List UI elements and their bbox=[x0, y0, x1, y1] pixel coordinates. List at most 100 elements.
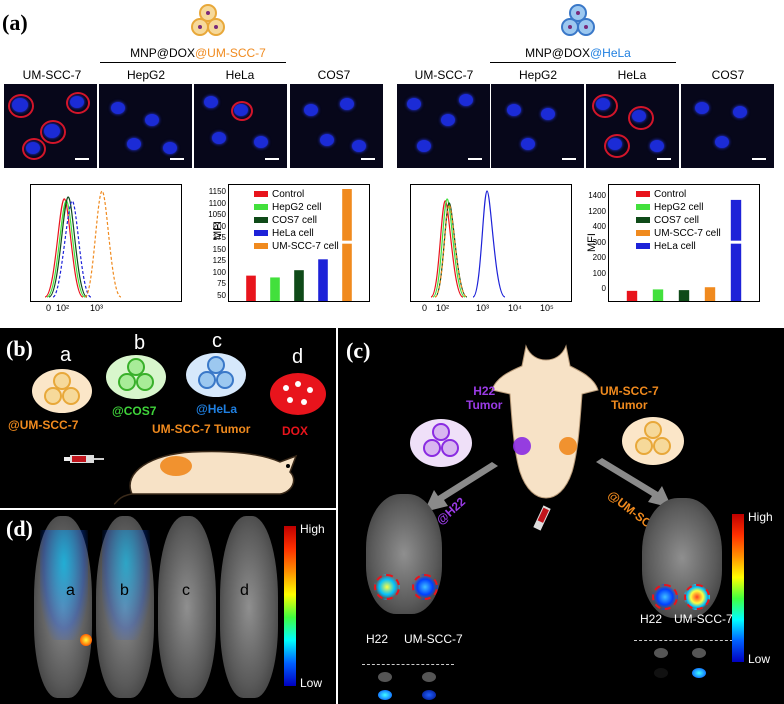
microscopy-image bbox=[586, 84, 679, 168]
mouse-image bbox=[220, 516, 278, 698]
panel-b: (b) a @UM-SCC-7 b @COS7 c @HeLa d bbox=[0, 328, 336, 508]
excised-tumor-fluorescence bbox=[692, 668, 706, 678]
bar-chart-left bbox=[228, 184, 370, 302]
divider bbox=[362, 664, 454, 665]
panel-b-label: (b) bbox=[6, 336, 33, 361]
tumor-label: UM-SCC-7 Tumor bbox=[152, 422, 251, 436]
microscopy-image bbox=[681, 84, 774, 168]
tumor-label: H22 bbox=[366, 632, 389, 646]
bar-control bbox=[626, 290, 638, 301]
panel-c: (c) H22 Tumor UM-SCC-7 Tumor @H22 @UM-SC… bbox=[338, 328, 784, 704]
cell-cluster-icon bbox=[184, 350, 248, 400]
bar-chart-right bbox=[608, 184, 760, 302]
tumor-marker bbox=[412, 574, 438, 600]
cell-cluster-icon bbox=[620, 414, 686, 468]
microscopy-image bbox=[491, 84, 584, 168]
bar-legend-left: Control HepG2 cell COS7 cell HeLa cell U… bbox=[254, 188, 339, 253]
group-name: @COS7 bbox=[112, 404, 157, 418]
colorbar-low-label: Low bbox=[300, 676, 323, 690]
mouse-illustration bbox=[486, 342, 604, 502]
arrow-left-icon bbox=[424, 462, 500, 514]
group-letter: d bbox=[292, 346, 304, 368]
tumor-marker bbox=[684, 584, 710, 610]
tumor-marker bbox=[374, 574, 400, 600]
microscopy-image bbox=[99, 84, 192, 168]
bar-yticks-right: 1400 1200 400 300 200 100 0 bbox=[588, 191, 606, 293]
cell-header: HeLa bbox=[225, 68, 255, 82]
excised-tumor-fluorescence bbox=[654, 668, 668, 678]
hist-tick: 10³ bbox=[476, 303, 490, 313]
hist-tick: 10³ bbox=[90, 303, 104, 313]
flow-histogram-right bbox=[410, 184, 572, 302]
tumor-signal bbox=[80, 634, 92, 646]
legend-item: UM-SCC-7 cell bbox=[636, 227, 721, 240]
legend-item: COS7 cell bbox=[254, 214, 339, 227]
mouse-illustration bbox=[112, 432, 302, 506]
mouse-image bbox=[158, 516, 216, 698]
dox-icon bbox=[268, 370, 328, 418]
excised-tumor-fluorescence bbox=[422, 690, 436, 700]
tumor-label: UM-SCC-7 bbox=[674, 612, 733, 626]
colorbar bbox=[732, 514, 744, 662]
legend-item: HepG2 cell bbox=[636, 201, 721, 214]
right-group-underline bbox=[490, 62, 676, 63]
legend-item: HepG2 cell bbox=[254, 201, 339, 214]
bar-um-scc-7-cell bbox=[704, 287, 716, 301]
panel-c-label: (c) bbox=[346, 338, 371, 363]
hist-tick: 0 bbox=[422, 303, 428, 313]
fluorescence-signal bbox=[40, 530, 88, 640]
mouse-letter: a bbox=[66, 582, 75, 599]
legend-item: UM-SCC-7 cell bbox=[254, 240, 339, 253]
left-group-underline bbox=[100, 62, 286, 63]
panel-d: (d) a b c d High Low bbox=[0, 510, 336, 704]
mouse-letter: b bbox=[120, 582, 129, 599]
group-name: @HeLa bbox=[196, 402, 238, 416]
flow-histogram-left bbox=[30, 184, 182, 302]
legend-item: Control bbox=[254, 188, 339, 201]
cell-header: COS7 bbox=[711, 68, 745, 82]
bar-yticks-left: 1150 1100 1050 200 175 150 125 100 75 50 bbox=[208, 187, 226, 300]
tumor-label: UM-SCC-7 bbox=[404, 632, 463, 646]
tumor-right-label: UM-SCC-7 Tumor bbox=[600, 384, 659, 412]
colorbar-high-label: High bbox=[748, 510, 773, 524]
excised-tumor-fluorescence bbox=[378, 690, 392, 700]
hist-tick: 10⁵ bbox=[540, 303, 554, 313]
tumor-label: H22 bbox=[640, 612, 663, 626]
syringe-icon bbox=[530, 498, 558, 542]
microscopy-image bbox=[194, 84, 287, 168]
colorbar-low-label: Low bbox=[748, 652, 771, 666]
panel-a-label: (a) bbox=[2, 10, 28, 35]
bar-control bbox=[246, 275, 256, 301]
excised-tumor bbox=[654, 648, 668, 658]
group-name: @UM-SCC-7 bbox=[8, 418, 79, 432]
group-letter: b bbox=[134, 332, 146, 354]
cell-header: UM-SCC-7 bbox=[22, 68, 82, 82]
cell-cluster-icon bbox=[30, 366, 94, 416]
hist-tick: 10² bbox=[56, 303, 70, 313]
hist-tick: 10⁴ bbox=[508, 303, 522, 313]
fluorescence-signal bbox=[102, 530, 150, 640]
cell-header: HeLa bbox=[617, 68, 647, 82]
cell-header: HepG2 bbox=[126, 68, 166, 82]
bar-um-scc-7-cell bbox=[342, 189, 352, 301]
cell-cluster-icon bbox=[408, 416, 474, 470]
cell-header: HepG2 bbox=[518, 68, 558, 82]
legend-item: HeLa cell bbox=[254, 227, 339, 240]
microscopy-image bbox=[290, 84, 383, 168]
legend-item: HeLa cell bbox=[636, 240, 721, 253]
bar-hepg2-cell bbox=[652, 289, 664, 301]
hist-tick: 0 bbox=[46, 303, 52, 313]
mouse-letter: c bbox=[182, 582, 190, 599]
colorbar bbox=[284, 526, 296, 686]
tumor-marker bbox=[652, 584, 678, 610]
axis-break bbox=[229, 240, 369, 244]
legend-item: COS7 cell bbox=[636, 214, 721, 227]
mouse-letter: d bbox=[240, 582, 249, 599]
bar-hela-cell bbox=[730, 199, 742, 301]
bar-cos7-cell bbox=[294, 270, 304, 301]
legend-item: Control bbox=[636, 188, 721, 201]
left-group-label: MNP@DOX@UM-SCC-7 bbox=[130, 46, 266, 60]
nanoparticle-cluster-icon bbox=[558, 2, 598, 42]
excised-tumor bbox=[378, 672, 392, 682]
divider bbox=[634, 640, 738, 641]
